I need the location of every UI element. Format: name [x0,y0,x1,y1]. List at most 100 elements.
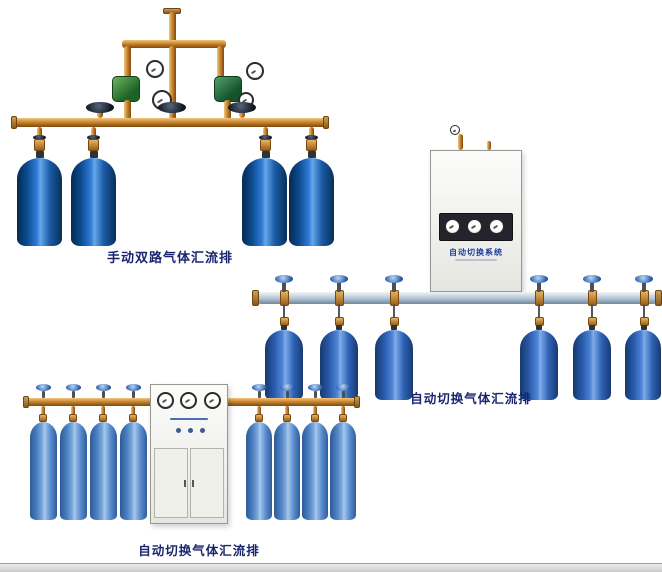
riser-pipe [257,406,261,416]
cylinder-valve [339,414,347,422]
page-bottom-edge [0,563,662,572]
pipe-cap [23,396,29,408]
cabinet-small-print [455,259,497,261]
valve-stem [392,282,396,292]
cylinder-valve [306,139,317,151]
pipe-cap [252,290,259,306]
gas-cylinder [17,158,62,246]
switch-knob-icon [200,428,205,433]
cylinder-valve [99,414,107,422]
handwheel-icon [158,102,186,113]
pressure-gauge-icon [450,125,460,135]
cylinder-valve [129,414,137,422]
handwheel-icon [86,102,114,113]
header-pipe [14,118,326,127]
gas-cylinder [60,422,87,520]
valve-stem [132,391,135,398]
cylinder-neck [281,325,287,330]
riser-pipe [313,406,317,416]
pigtail-tube [591,304,593,319]
pressure-gauge-icon [246,62,264,80]
handwheel-icon [308,384,323,391]
valve-stem [642,282,646,292]
regulator-drop [224,100,231,120]
cylinder-neck [308,151,316,158]
handwheel-icon [228,102,256,113]
cylinder-neck [36,151,44,158]
cylinder-neck [336,325,342,330]
gas-cylinder [330,422,356,520]
handwheel-icon [36,384,51,391]
valve-stem [42,391,45,398]
regulator-drop [124,100,131,120]
pressure-gauge-icon [467,219,482,234]
cylinder-valve [255,414,263,422]
riser-pipe [71,406,75,416]
figure-caption: 自动切换气体汇流排 [410,391,532,406]
figure-caption: 手动双路气体汇流排 [106,251,233,266]
valve-stem [286,391,289,398]
cylinder-neck [262,151,270,158]
valve-stem [97,108,103,118]
door-handle [184,480,186,487]
valve-stem [537,282,541,292]
handwheel-icon [583,275,601,283]
valve-stem [314,391,317,398]
riser-pipe [101,406,105,416]
riser-pipe [309,127,314,140]
handwheel-icon [336,384,351,391]
gas-cylinder [289,158,334,246]
handwheel-icon [252,384,267,391]
pipe-cap [323,116,329,129]
cylinder-valve [39,414,47,422]
gas-cylinder [242,158,287,246]
pipe-cap [354,396,360,408]
handwheel-icon [280,384,295,391]
riser-pipe [37,127,42,140]
tee-pipe [122,40,226,48]
drop-pipe [217,46,224,78]
manifold-pipe [256,292,658,304]
gas-cylinder [520,330,558,400]
cylinder-valve [311,414,319,422]
door-handle [192,480,194,487]
valve-stem [282,282,286,292]
gas-regulator [112,76,140,102]
pressure-gauge-icon [204,392,221,409]
cylinder-neck [641,325,647,330]
valve-stem [169,108,175,118]
riser-pipe [285,406,289,416]
riser-pipe [341,406,345,416]
cylinder-valve-wheel-icon [259,135,272,140]
gas-cylinder [274,422,300,520]
gas-cylinder [90,422,117,520]
valve-stem [239,108,245,118]
gas-cylinder [120,422,147,520]
valve-stem [342,391,345,398]
pigtail-tube [283,304,285,319]
pressure-gauge-icon [157,392,174,409]
pipe-cap [11,116,17,129]
switch-knob-icon [188,428,193,433]
inlet-pipe [169,12,176,42]
riser-pipe [263,127,268,140]
cabinet-inlet-pipe [487,141,491,150]
figure-caption: 自动切换气体汇流排 [138,543,260,558]
cylinder-neck [536,325,542,330]
cylinder-valve [69,414,77,422]
cylinder-valve [34,139,45,151]
handwheel-icon [330,275,348,283]
center-drop-pipe [169,46,176,120]
pigtail-tube [643,304,645,319]
handwheel-icon [530,275,548,283]
drop-pipe [124,46,131,78]
cylinder-neck [90,151,98,158]
handwheel-icon [275,275,293,283]
valve-stem [337,282,341,292]
valve-stem [72,391,75,398]
cylinder-valve-wheel-icon [305,135,318,140]
riser-pipe [91,127,96,140]
